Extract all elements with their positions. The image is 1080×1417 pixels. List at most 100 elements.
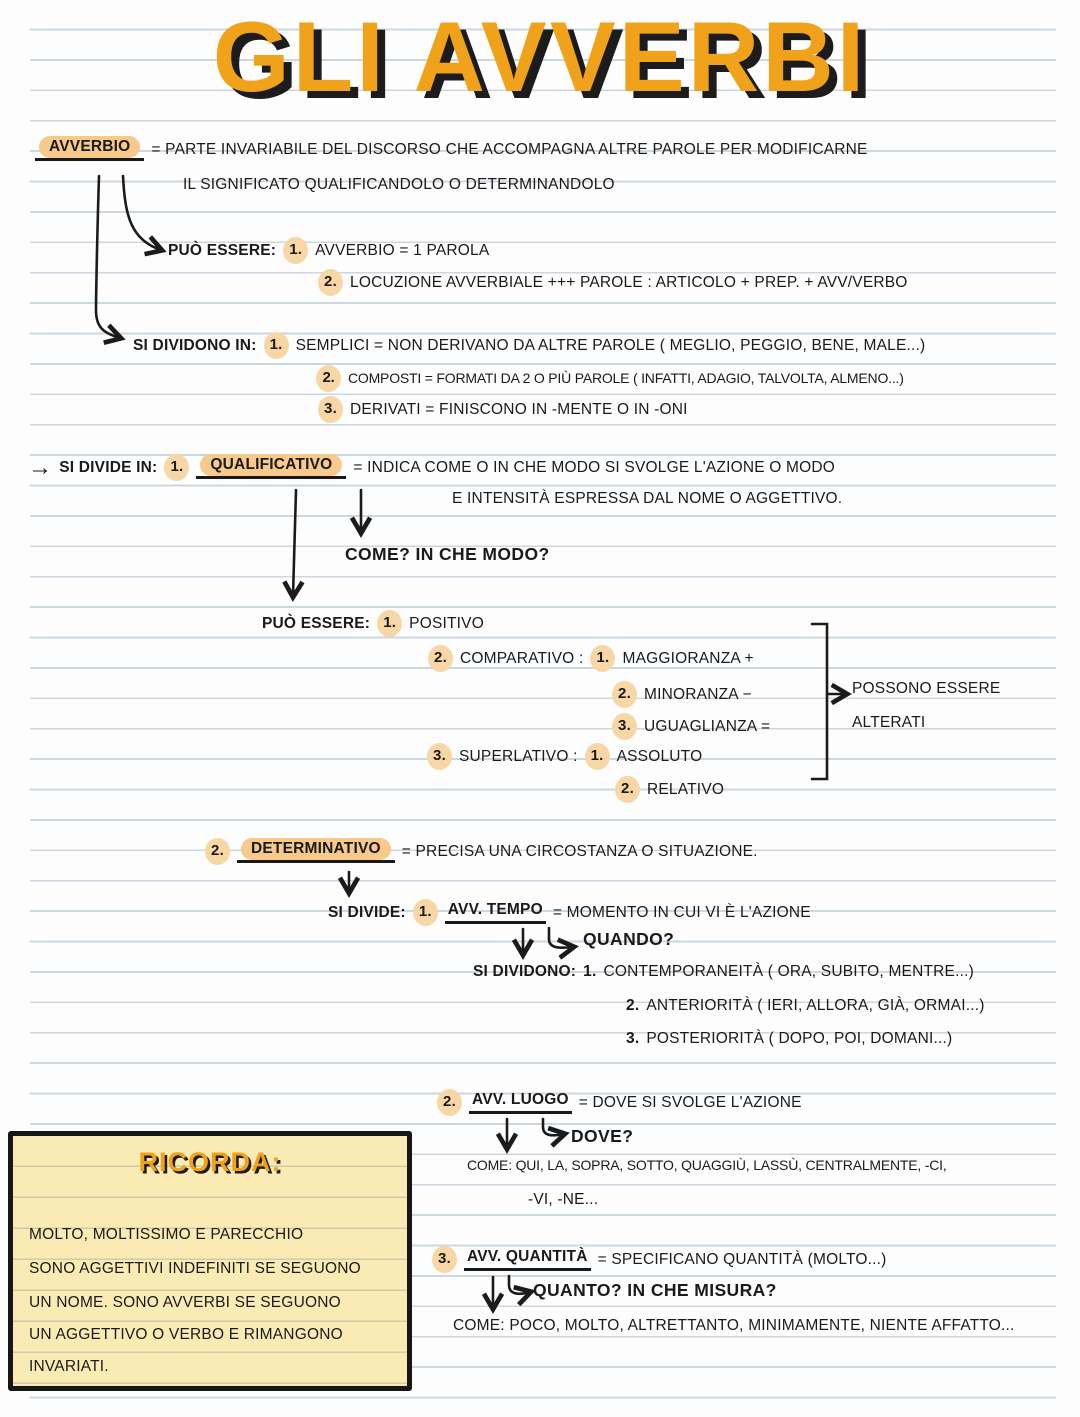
ricorda-line-2: SONO AGGETTIVI INDEFINITI SE SEGUONO — [29, 1260, 361, 1277]
term-avverbio: AVVERBIO — [39, 136, 141, 158]
tempo-item-2-text: ANTERIORITÀ ( IERI, ALLORA, GIÀ, ORMAI..… — [646, 997, 985, 1014]
highlight-underline: AVVERBIO — [35, 136, 145, 162]
comparativo-item-2: 2. MINORANZA − — [612, 681, 752, 708]
ricorda-line-4: UN AGGETTIVO O VERBO E RIMANGONO — [29, 1326, 343, 1343]
qualificativo-def-2-text: E INTENSITÀ ESPRESSA DAL NOME O AGGETTIV… — [452, 490, 843, 507]
ricorda-box: RICORDA: MOLTO, MOLTISSIMO E PARECCHIO S… — [8, 1131, 412, 1391]
forms-item-1: PUÒ ESSERE: 1. AVVERBIO = 1 PAROLA — [168, 237, 489, 264]
number-badge: 2. — [205, 838, 230, 865]
term-avv-tempo: AVV. TEMPO — [444, 901, 546, 924]
luogo-def: = DOVE SI SVOLGE L'AZIONE — [578, 1093, 802, 1111]
highlight-underline: DETERMINATIVO — [237, 837, 395, 864]
luogo-examples-1: COME: QUI, LA, SOPRA, SOTTO, QUAGGIÙ, LA… — [467, 1157, 947, 1173]
quantita-question: QUANTO? IN CHE MISURA? — [533, 1280, 777, 1300]
plain-number: 2. — [626, 997, 640, 1014]
luogo-question: DOVE? — [571, 1126, 634, 1146]
superlativo-item-2: 2. RELATIVO — [615, 776, 724, 803]
luogo-examples-2: -VI, -NE... — [528, 1191, 598, 1208]
definition-text-2: IL SIGNIFICATO QUALIFICANDOLO O DETERMIN… — [183, 176, 615, 193]
quantita-line: 3. AVV. QUANTITÀ = SPECIFICANO QUANTITÀ … — [432, 1246, 887, 1273]
grades-superlativo-label: SUPERLATIVO : — [459, 747, 578, 765]
term-qualificativo: QUALIFICATIVO — [200, 453, 343, 476]
ricorda-title: RICORDA: — [138, 1147, 282, 1177]
tempo-question: QUANDO? — [583, 929, 675, 949]
number-badge: 1. — [584, 743, 610, 770]
quantita-def: = SPECIFICANO QUANTITÀ (MOLTO...) — [597, 1250, 887, 1268]
number-badge: 3. — [318, 396, 343, 423]
divisions-item-1-text: SEMPLICI = NON DERIVANO DA ALTRE PAROLE … — [295, 336, 926, 354]
tempo-def: = MOMENTO IN CUI VI È L'AZIONE — [552, 903, 811, 921]
comparativo-item-1-text: MAGGIORANZA + — [622, 649, 754, 667]
determinativo-line: 2. DETERMINATIVO = PRECISA UNA CIRCOSTAN… — [205, 837, 758, 865]
superlativo-item-2-text: RELATIVO — [647, 780, 725, 798]
forms-label: PUÒ ESSERE: — [168, 241, 277, 259]
qualificativo-def-1: = INDICA COME O IN CHE MODO SI SVOLGE L'… — [353, 458, 836, 476]
grades-positivo-text: POSITIVO — [409, 614, 484, 632]
number-badge: 2. — [318, 269, 343, 296]
luogo-question-text: DOVE? — [571, 1126, 634, 1146]
divisions-item-3-text: DERIVATI = FINISCONO IN -MENTE O IN -ONI — [350, 400, 688, 418]
plain-number: 3. — [626, 1030, 640, 1047]
quantita-examples-text: COME: POCO, MOLTO, ALTRETTANTO, MINIMAME… — [453, 1317, 1015, 1334]
divisions-item-3: 3. DERIVATI = FINISCONO IN -MENTE O IN -… — [318, 396, 688, 423]
number-badge: 3. — [432, 1246, 457, 1273]
grades-note-2-text: ALTERATI — [852, 714, 926, 731]
highlight-underline: QUALIFICATIVO — [196, 453, 347, 480]
number-badge: 2. — [316, 365, 341, 392]
forms-item-2-text: LOCUZIONE AVVERBIALE +++ PAROLE : ARTICO… — [350, 273, 908, 291]
grades-positivo: PUÒ ESSERE: 1. POSITIVO — [262, 610, 484, 637]
comparativo-item-3-text: UGUAGLIANZA = — [644, 717, 771, 735]
ricorda-line-1: MOLTO, MOLTISSIMO E PARECCHIO — [29, 1226, 304, 1243]
comparativo-item-3: 3. UGUAGLIANZA = — [612, 713, 770, 740]
right-arrow-icon: → — [28, 453, 53, 481]
luogo-line: 2. AVV. LUOGO = DOVE SI SVOLGE L'AZIONE — [437, 1089, 802, 1116]
si-dividono-label: SI DIVIDONO: — [473, 963, 577, 980]
tempo-question-text: QUANDO? — [583, 929, 675, 949]
number-badge: 3. — [612, 713, 637, 740]
number-badge: 1. — [283, 237, 309, 264]
tempo-line: SI DIVIDE: 1. AVV. TEMPO = MOMENTO IN CU… — [328, 899, 811, 926]
term-determinativo: DETERMINATIVO — [241, 837, 391, 860]
tempo-item-3: 3. POSTERIORITÀ ( DOPO, POI, DOMANI...) — [626, 1030, 952, 1047]
grades-note-1-text: POSSONO ESSERE — [852, 680, 1001, 697]
qualificativo-def-2: E INTENSITÀ ESPRESSA DAL NOME O AGGETTIV… — [452, 490, 842, 507]
grades-label: PUÒ ESSERE: — [262, 614, 371, 632]
luogo-examples-2-text: -VI, -NE... — [528, 1191, 599, 1208]
divisions-item-2: 2. COMPOSTI = FORMATI DA 2 O PIÙ PAROLE … — [316, 365, 904, 392]
tempo-item-2: 2. ANTERIORITÀ ( IERI, ALLORA, GIÀ, ORMA… — [626, 997, 985, 1014]
divisions-item-2-text: COMPOSTI = FORMATI DA 2 O PIÙ PAROLE ( I… — [348, 369, 904, 386]
qualificativo-question: COME? IN CHE MODO? — [345, 544, 550, 564]
number-badge: 1. — [590, 645, 616, 672]
number-badge: 2. — [612, 681, 637, 708]
term-avv-quantita: AVV. QUANTITÀ — [464, 1248, 591, 1271]
plain-number: 1. — [583, 963, 597, 980]
tempo-item-1: SI DIVIDONO: 1. CONTEMPORANEITÀ ( ORA, S… — [473, 963, 974, 980]
number-badge: 2. — [615, 776, 640, 803]
tempo-item-3-text: POSTERIORITÀ ( DOPO, POI, DOMANI...) — [646, 1030, 953, 1047]
ricorda-line-5: INVARIATI. — [29, 1358, 109, 1375]
grades-note-line-2: ALTERATI — [852, 714, 925, 731]
forms-item-1-text: AVVERBIO = 1 PAROLA — [315, 241, 490, 259]
determinativo-def: = PRECISA UNA CIRCOSTANZA O SITUAZIONE. — [401, 842, 758, 860]
definition-line-2: IL SIGNIFICATO QUALIFICANDOLO O DETERMIN… — [183, 176, 615, 193]
superlativo-item-1-text: ASSOLUTO — [616, 747, 703, 765]
number-badge: 2. — [428, 645, 453, 672]
grades-note-line-1: POSSONO ESSERE — [852, 680, 1000, 697]
term-avv-luogo: AVV. LUOGO — [469, 1091, 572, 1114]
page-title: GLI AVVERBI — [212, 1, 868, 112]
divisions-label: SI DIVIDONO IN: — [133, 336, 257, 354]
divisions-item-1: SI DIVIDONO IN: 1. SEMPLICI = NON DERIVA… — [133, 332, 925, 359]
number-badge: 2. — [437, 1089, 462, 1116]
grades-comparativo-label: COMPARATIVO : — [460, 649, 584, 667]
number-badge: 1. — [164, 454, 190, 481]
luogo-examples-1-text: COME: QUI, LA, SOPRA, SOTTO, QUAGGIÙ, LA… — [467, 1157, 947, 1173]
comparativo-item-2-text: MINORANZA − — [644, 685, 752, 703]
number-badge: 1. — [377, 610, 403, 637]
number-badge: 1. — [412, 899, 438, 926]
si-divide-label: SI DIVIDE: — [328, 903, 406, 921]
definition-text-1: = PARTE INVARIABILE DEL DISCORSO CHE ACC… — [151, 141, 868, 158]
ricorda-line-3: UN NOME. SONO AVVERBI SE SEGUONO — [29, 1294, 341, 1311]
number-badge: 1. — [263, 332, 289, 359]
definition-line-1: AVVERBIO = PARTE INVARIABILE DEL DISCORS… — [35, 136, 868, 162]
